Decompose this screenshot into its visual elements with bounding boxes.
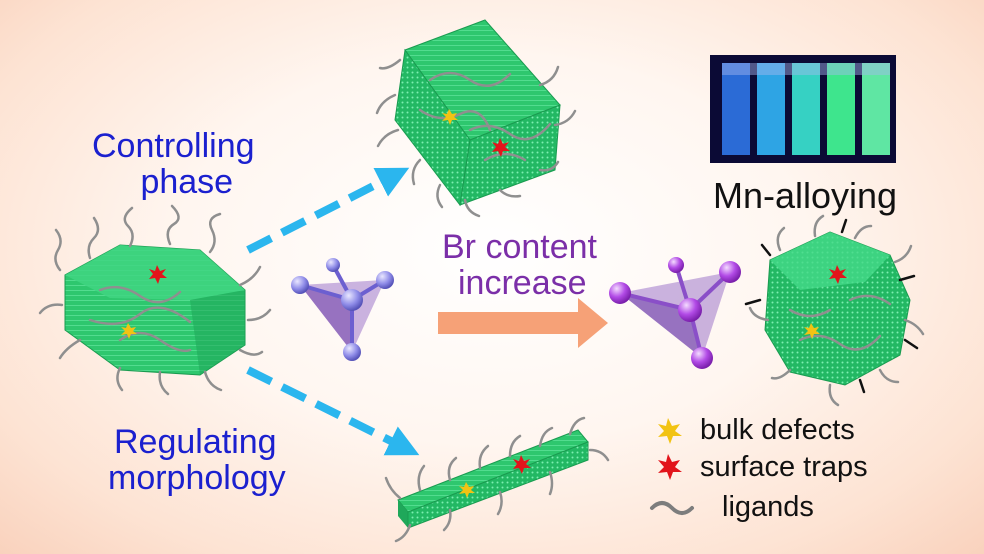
surface-trap-marker — [149, 265, 167, 284]
br-content-line1: Br content — [442, 228, 597, 266]
halide-atom — [609, 282, 631, 304]
ligand-chains — [38, 204, 272, 396]
legend-ligands: ligands — [722, 491, 814, 523]
bulk-defect-marker — [121, 323, 137, 339]
nanorod-bottom — [384, 416, 610, 543]
controlling-phase-line2: phase — [140, 162, 234, 201]
halide-atom — [376, 271, 394, 289]
tetrahedron-right — [609, 257, 741, 369]
hexagonal-nanocrystal-left — [38, 204, 272, 396]
surface-trap-marker — [829, 265, 847, 284]
blue-dashed-arrows — [246, 167, 420, 456]
bulk-defect-marker — [804, 323, 820, 339]
arrow-to-cube — [246, 167, 410, 254]
bulk-defects-icon — [658, 418, 682, 444]
legend-surface-traps: surface traps — [700, 451, 868, 483]
surface-trap-marker — [513, 455, 531, 474]
br-content-line2: increase — [458, 263, 587, 302]
ligand-chains — [384, 416, 610, 543]
ligand-chains — [375, 58, 577, 218]
surface-traps-icon — [658, 454, 682, 480]
br-content-label: Br content increase — [442, 228, 597, 302]
tetrahedron-left — [291, 258, 394, 361]
halide-atom — [691, 347, 713, 369]
black-ligand-chains — [744, 218, 919, 394]
bulk-defect-marker — [442, 109, 458, 125]
controlling-phase-label: Controlling phase — [92, 127, 255, 201]
halide-atom — [326, 258, 340, 272]
legend-bulk-defects: bulk defects — [700, 414, 855, 446]
surface-trap-marker — [492, 138, 510, 157]
ligand-chains — [748, 214, 925, 407]
halide-atom — [343, 343, 361, 361]
regulating-morphology-line1: Regulating — [114, 423, 277, 461]
arrow-to-rod — [246, 366, 420, 456]
legend-icons — [650, 418, 694, 515]
mn-alloying-label: Mn-alloying — [713, 175, 898, 216]
cubic-nanocrystal-top — [375, 19, 577, 218]
metal-center-atom — [678, 298, 702, 322]
bulk-defect-marker — [459, 482, 475, 498]
halide-atom — [719, 261, 741, 283]
halide-atom — [668, 257, 684, 273]
regulating-morphology-line2: morphology — [108, 458, 286, 497]
controlling-phase-line1: Controlling — [92, 127, 255, 165]
regulating-morphology-label: Regulating morphology — [108, 423, 286, 497]
metal-center-atom — [341, 289, 363, 311]
hexagonal-nanocrystal-right — [744, 214, 925, 407]
ligands-icon — [650, 501, 694, 515]
cuvette-photo — [710, 55, 896, 163]
halide-atom — [291, 276, 309, 294]
orange-arrow — [438, 298, 608, 348]
